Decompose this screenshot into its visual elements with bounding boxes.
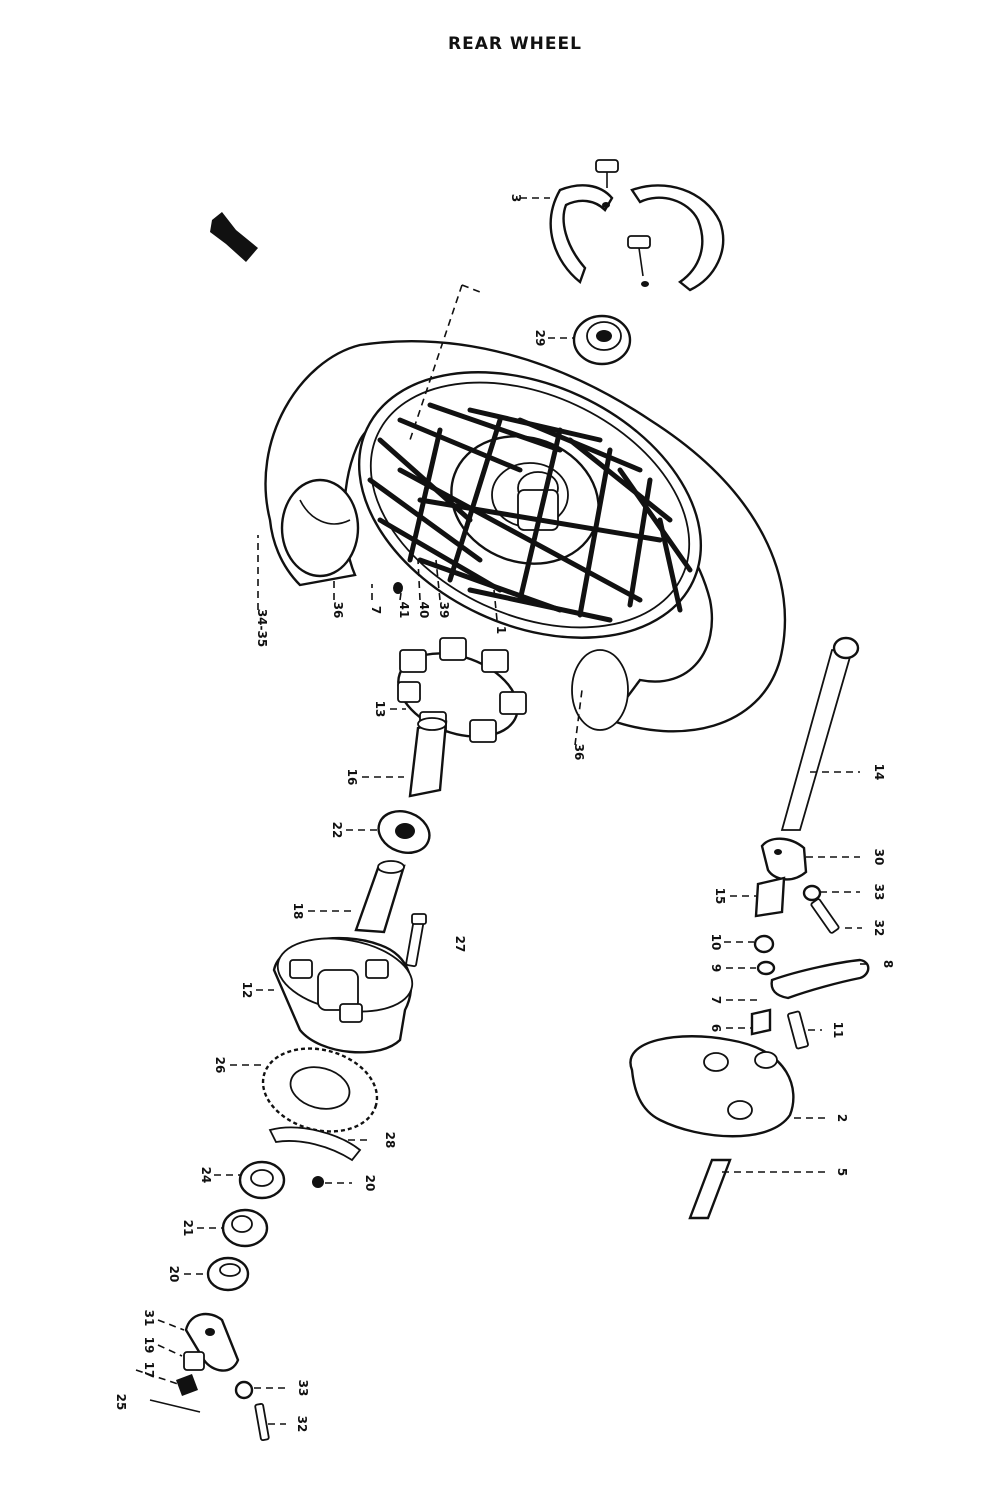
callout-label: 24 bbox=[199, 1167, 213, 1184]
callout-label: 1 bbox=[494, 626, 508, 634]
callout-label: 33 bbox=[296, 1380, 310, 1397]
callout-label: 20 bbox=[167, 1266, 181, 1283]
callout-label: 10 bbox=[709, 934, 723, 951]
callout-label: 25 bbox=[114, 1394, 128, 1411]
callout-label: 33 bbox=[872, 884, 886, 901]
callout-label: 12 bbox=[240, 982, 254, 999]
callout-label: 29 bbox=[533, 330, 547, 347]
callout-label: 20 bbox=[363, 1175, 377, 1192]
torque-link-part bbox=[750, 934, 870, 1050]
brake-shoe-part bbox=[549, 159, 725, 292]
chain-adjuster-right-part bbox=[760, 837, 808, 881]
spacer-20-part bbox=[206, 1256, 250, 1292]
callout-label: 8 bbox=[881, 960, 895, 968]
bearing-part bbox=[572, 314, 632, 366]
callout-label: 40 bbox=[417, 602, 431, 619]
axle-part bbox=[780, 636, 860, 831]
tire-part bbox=[264, 339, 787, 733]
sprocket-drum-part bbox=[272, 936, 414, 1054]
callout-label: 3 bbox=[509, 194, 523, 202]
spacer-15-part bbox=[754, 876, 786, 918]
callout-label: 14 bbox=[872, 764, 886, 781]
bolt-27-part bbox=[405, 913, 427, 968]
callout-label: 13 bbox=[373, 701, 387, 718]
brake-panel-part bbox=[629, 1035, 795, 1138]
rim-and-spokes-part bbox=[357, 371, 703, 639]
bolt-32-part bbox=[810, 898, 840, 934]
damper-rubber-part bbox=[397, 637, 527, 743]
bearing-24-part bbox=[238, 1160, 286, 1200]
direction-arrow bbox=[210, 212, 258, 262]
callout-label: 30 bbox=[872, 849, 886, 866]
bearing-22-part bbox=[377, 810, 431, 854]
callout-label: 9 bbox=[709, 964, 723, 972]
spacer-18-part bbox=[354, 860, 406, 934]
callout-label: 7 bbox=[709, 996, 723, 1004]
callout-label: 7 bbox=[369, 606, 383, 614]
callout-label: 28 bbox=[383, 1132, 397, 1149]
callout-label: 6 bbox=[709, 1024, 723, 1032]
leader-lines bbox=[135, 197, 872, 1425]
callout-label: 39 bbox=[437, 602, 451, 619]
callout-label: 16 bbox=[345, 769, 359, 786]
sprocket-part bbox=[261, 1047, 379, 1133]
callout-label: 32 bbox=[872, 920, 886, 937]
callout-label: 5 bbox=[835, 1168, 849, 1176]
callout-label: 34-35 bbox=[255, 609, 269, 647]
lock-washer-part bbox=[268, 1126, 362, 1162]
callout-labels: 3 29 36 7 41 40 39 1 34-35 13 36 16 22 1… bbox=[114, 194, 895, 1433]
callout-label: 15 bbox=[713, 888, 727, 905]
callout-label: 36 bbox=[331, 602, 345, 619]
chain-adjuster-left-part bbox=[149, 1312, 270, 1442]
callout-label: 17 bbox=[142, 1362, 156, 1379]
brake-cam-part bbox=[688, 1158, 732, 1220]
callout-label: 2 bbox=[835, 1114, 849, 1122]
callout-label: 18 bbox=[291, 903, 305, 920]
diagram-title: REAR WHEEL bbox=[448, 34, 582, 54]
callout-label: 11 bbox=[831, 1022, 845, 1039]
callout-label: 36 bbox=[572, 744, 586, 761]
callout-label: 31 bbox=[142, 1310, 156, 1327]
nut-20-part bbox=[312, 1176, 324, 1188]
callout-label: 22 bbox=[330, 822, 344, 839]
callout-label: 41 bbox=[397, 602, 411, 619]
callout-label: 19 bbox=[142, 1337, 156, 1354]
washer-33-part bbox=[802, 884, 822, 902]
cap-21-part bbox=[221, 1208, 269, 1248]
callout-label: 26 bbox=[213, 1057, 227, 1074]
callout-label: 21 bbox=[181, 1220, 195, 1237]
callout-label: 27 bbox=[453, 936, 467, 953]
spacer-part bbox=[408, 717, 448, 798]
callout-label: 32 bbox=[295, 1416, 309, 1433]
